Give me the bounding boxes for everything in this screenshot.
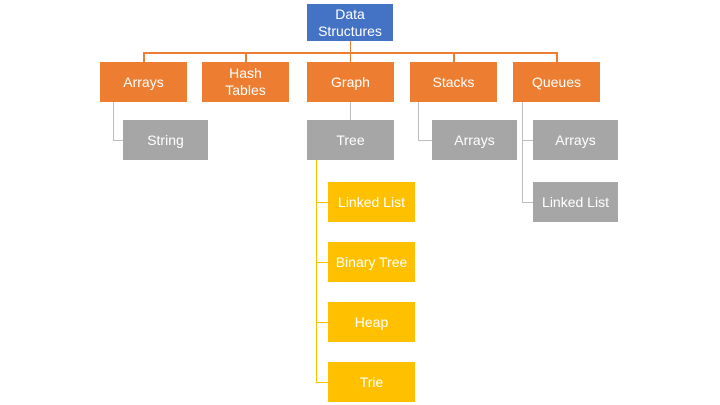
- node-stacks-arrays: Arrays: [432, 120, 517, 160]
- connector-drop-hash-tables: [245, 53, 247, 62]
- node-graph: Graph: [307, 62, 394, 102]
- connector-tree-binary-tree-h: [315, 261, 329, 263]
- node-tree-label: Tree: [336, 131, 365, 148]
- node-queues-arrays-label: Arrays: [555, 131, 596, 148]
- connector-tree-heap-h: [315, 321, 329, 323]
- node-heap: Heap: [328, 302, 415, 342]
- node-stacks-arrays-label: Arrays: [454, 131, 495, 148]
- connector-arrays-string-v: [112, 102, 114, 141]
- connector-level1-bus: [143, 52, 558, 54]
- node-trie-label: Trie: [359, 373, 384, 390]
- connector-graph-tree: [349, 102, 351, 120]
- connector-drop-queues: [556, 53, 558, 62]
- connector-stacks-arrays-v: [417, 102, 419, 141]
- connector-root-stem: [349, 41, 351, 53]
- node-binary-tree: Binary Tree: [328, 242, 415, 282]
- node-queues-linked-list: Linked List: [533, 182, 618, 222]
- node-graph-label: Graph: [331, 73, 370, 90]
- node-stacks: Stacks: [410, 62, 497, 102]
- connector-drop-stacks: [453, 53, 455, 62]
- node-arrays-label: Arrays: [123, 73, 164, 90]
- node-tree-linked-list: Linked List: [328, 182, 415, 222]
- node-tree-linked-list-label: Linked List: [338, 193, 405, 210]
- connector-stacks-arrays-h: [417, 139, 433, 141]
- node-heap-label: Heap: [354, 313, 389, 330]
- connector-tree-trie-h: [315, 381, 329, 383]
- connector-queues-children-v: [521, 102, 523, 203]
- node-string-label: String: [147, 131, 184, 148]
- connector-tree-children-v: [315, 160, 317, 383]
- node-queues-arrays: Arrays: [533, 120, 618, 160]
- node-string: String: [123, 120, 208, 160]
- node-queues-linked-list-label: Linked List: [542, 193, 609, 210]
- node-trie: Trie: [328, 362, 415, 402]
- node-data-structures-label: Data Structures: [318, 5, 382, 39]
- connector-queues-arrays-h: [521, 139, 534, 141]
- connector-queues-linked-list-h: [521, 201, 534, 203]
- connector-drop-graph: [349, 53, 351, 62]
- node-arrays: Arrays: [100, 62, 187, 102]
- connector-tree-linked-list-h: [315, 201, 329, 203]
- node-data-structures: Data Structures: [307, 4, 393, 41]
- node-hash-tables: Hash Tables: [202, 62, 289, 102]
- connector-drop-arrays: [143, 53, 145, 62]
- connector-arrays-string-h: [112, 139, 124, 141]
- node-binary-tree-label: Binary Tree: [335, 253, 408, 270]
- node-stacks-label: Stacks: [432, 73, 475, 90]
- node-tree: Tree: [307, 120, 394, 160]
- node-queues-label: Queues: [531, 73, 582, 90]
- node-hash-tables-label: Hash Tables: [225, 65, 266, 98]
- node-queues: Queues: [513, 62, 600, 102]
